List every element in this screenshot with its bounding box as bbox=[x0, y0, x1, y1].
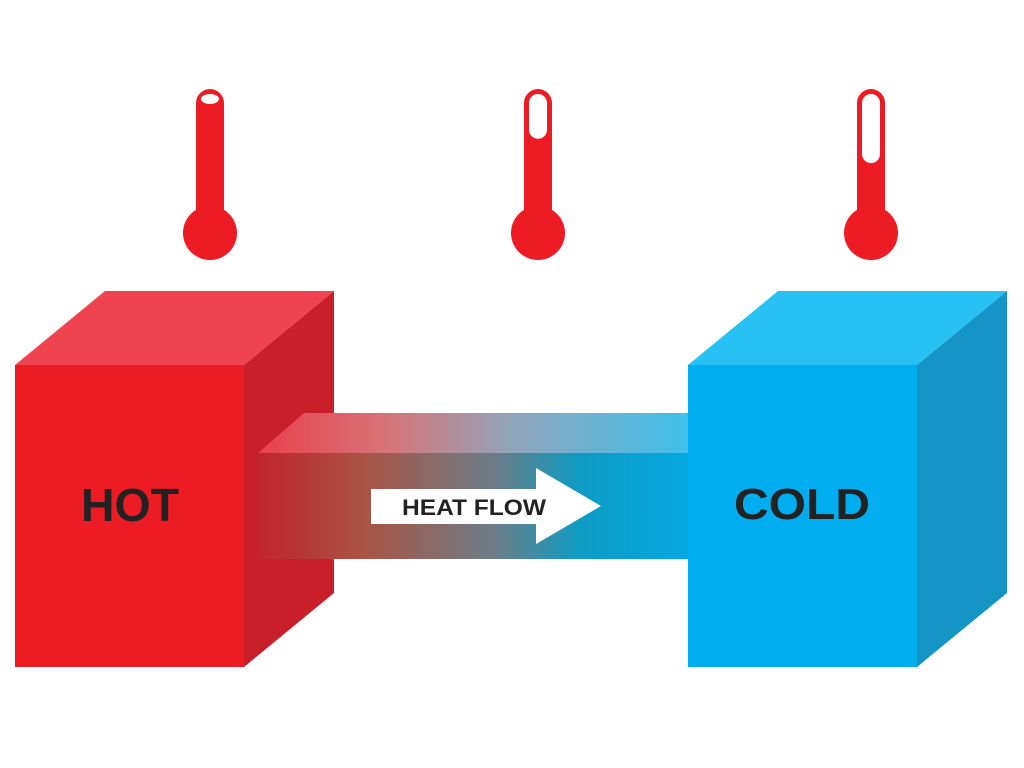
cold-block-side-face bbox=[917, 291, 1007, 667]
heat-conductor-bar bbox=[258, 413, 688, 559]
thermometer-empty-space bbox=[201, 94, 219, 104]
thermometer-empty-space bbox=[529, 94, 547, 139]
hot-block-top-face bbox=[15, 291, 334, 365]
thermometer-cold-icon bbox=[844, 89, 898, 260]
heat-flow-arrow-icon bbox=[371, 468, 601, 544]
cold-label: COLD bbox=[734, 480, 870, 529]
thermometer-tube bbox=[196, 89, 224, 239]
thermometer-bulb bbox=[511, 206, 565, 260]
hot-label: HOT bbox=[81, 479, 179, 531]
thermometer-hot-icon bbox=[183, 89, 237, 260]
hot-block bbox=[15, 291, 334, 667]
hot-block-front-face bbox=[15, 365, 244, 667]
heat-flow-label: HEAT FLOW bbox=[402, 495, 546, 520]
cold-block-top-face bbox=[688, 291, 1007, 365]
arrow-shape bbox=[371, 468, 601, 544]
thermometer-middle-icon bbox=[511, 89, 565, 260]
bar-top-face bbox=[258, 413, 688, 453]
thermometer-empty-space bbox=[862, 94, 880, 164]
thermometer-bulb bbox=[183, 206, 237, 260]
thermometer-bulb bbox=[844, 206, 898, 260]
cold-block-front-face bbox=[688, 365, 917, 667]
cold-block bbox=[688, 291, 1007, 667]
